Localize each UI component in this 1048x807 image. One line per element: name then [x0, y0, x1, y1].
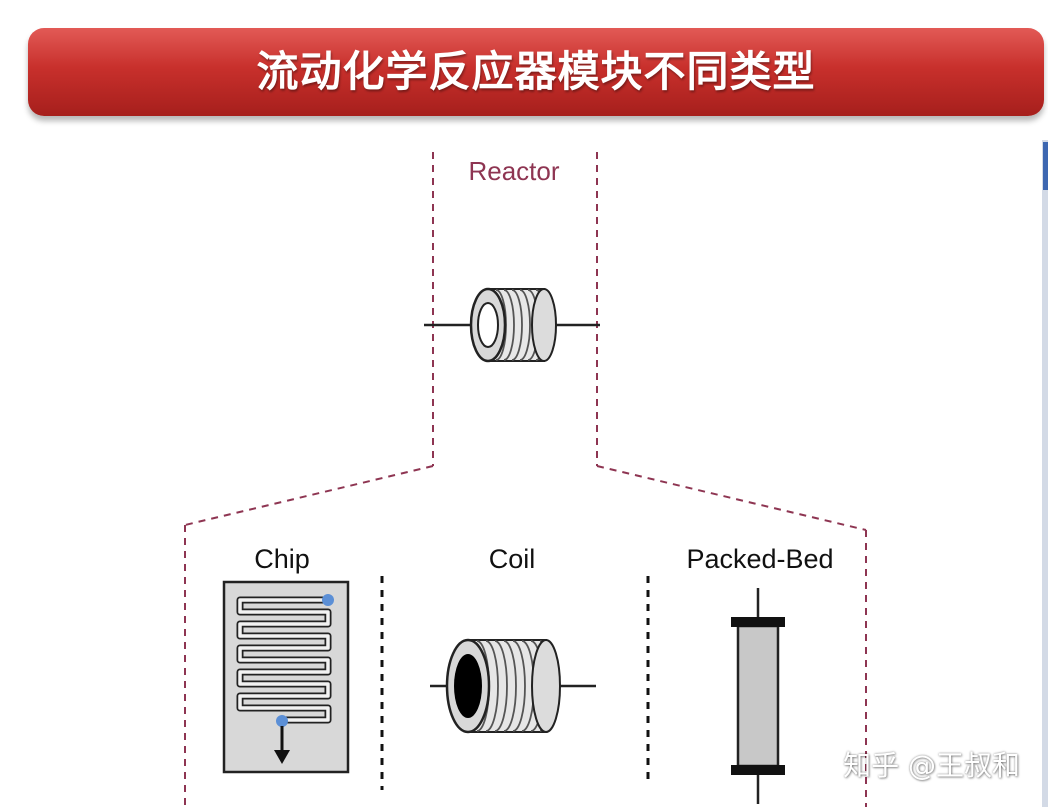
chip-reactor-icon — [222, 580, 350, 774]
chip-outlet-dot — [276, 715, 288, 727]
reactor-coil-icon — [424, 287, 600, 363]
reactor-dashed-boundary — [184, 152, 867, 807]
chip-inlet-dot — [322, 594, 334, 606]
watermark-text: 知乎 @王叔和 — [843, 749, 1020, 782]
type-label-packed-bed: Packed-Bed — [686, 544, 833, 574]
reactor-label: Reactor — [468, 156, 559, 186]
coil-reactor-icon — [430, 638, 596, 734]
slide-side-strip-accent — [1043, 142, 1048, 190]
packed-bed-reactor-icon — [731, 588, 785, 804]
slide-side-strip — [1042, 140, 1048, 807]
type-label-chip: Chip — [254, 544, 310, 574]
type-label-coil: Coil — [489, 544, 536, 574]
page-title: 流动化学反应器模块不同类型 — [256, 47, 816, 96]
chip-outlet-arrow-icon — [274, 750, 290, 764]
title-banner: 流动化学反应器模块不同类型 — [28, 28, 1044, 116]
type-separators — [380, 576, 650, 790]
